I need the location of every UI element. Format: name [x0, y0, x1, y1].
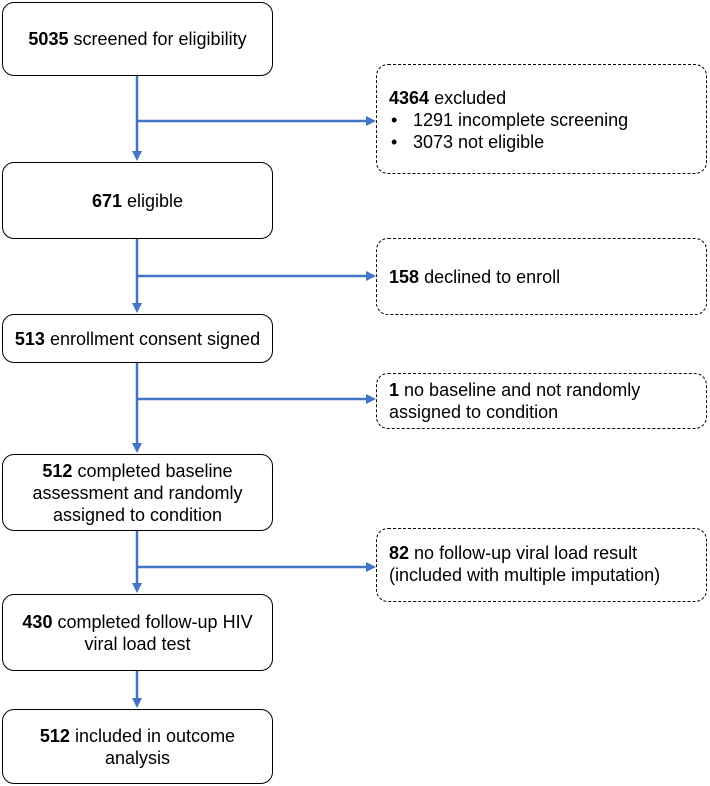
exclusion-count: 1	[389, 380, 400, 400]
exclusion-declined: 158 declined to enroll	[376, 238, 707, 315]
step-text: completed baseline assessment and random…	[32, 460, 243, 525]
step-screened: 5035 screened for eligibility	[2, 2, 273, 76]
step-count: 5035	[28, 29, 69, 49]
step-count: 512	[39, 725, 70, 746]
exclusion-count: 82	[389, 543, 410, 563]
step-text: eligible	[127, 190, 184, 211]
step-eligible: 671 eligible	[2, 162, 273, 239]
step-count: 512	[42, 460, 73, 481]
exclusion-text: excluded	[434, 88, 507, 108]
exclusion-text: no follow-up viral load result (included…	[389, 543, 661, 585]
step-text: enrollment consent signed	[49, 328, 261, 349]
step-randomized: 512 completed baseline assessment and ra…	[2, 454, 273, 531]
exclusion-text: declined to enroll	[424, 266, 561, 287]
step-enrolled: 513 enrollment consent signed	[2, 314, 273, 363]
exclusion-reason: 3073 not eligible	[389, 131, 694, 153]
step-text: included in outcome analysis	[74, 725, 236, 768]
exclusion-count: 158	[389, 266, 420, 287]
exclusion-reason: 1291 incomplete screening	[389, 109, 694, 131]
step-count: 430	[22, 611, 53, 632]
exclusion-text: no baseline and not randomly assigned to…	[389, 380, 641, 422]
step-text: completed follow-up HIV viral load test	[57, 611, 253, 654]
exclusion-no-followup: 82 no follow-up viral load result (inclu…	[376, 528, 707, 602]
exclusion-count: 4364	[389, 88, 430, 108]
step-count: 671	[91, 190, 122, 211]
exclusion-reasons: 1291 incomplete screening 3073 not eligi…	[389, 109, 694, 153]
step-text: screened for eligibility	[73, 29, 247, 49]
step-count: 513	[14, 328, 45, 349]
exclusion-screening: 4364 excluded 1291 incomplete screening …	[376, 64, 707, 174]
step-analysis: 512 included in outcome analysis	[2, 709, 273, 784]
step-followup: 430 completed follow-up HIV viral load t…	[2, 594, 273, 671]
exclusion-no-baseline: 1 no baseline and not randomly assigned …	[376, 373, 707, 429]
